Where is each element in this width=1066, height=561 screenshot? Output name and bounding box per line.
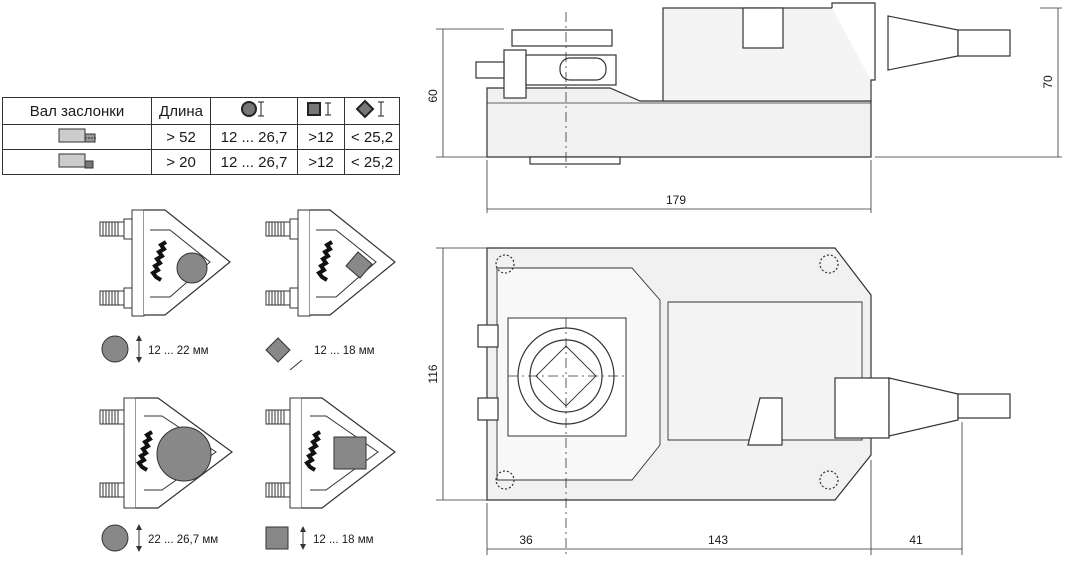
length-cell: > 52 xyxy=(151,124,211,150)
side-view xyxy=(475,2,1011,170)
length-cell: > 20 xyxy=(151,149,211,175)
dim-width-top: 116 xyxy=(426,364,440,383)
caption-round-large: 22 ... 26,7 мм xyxy=(148,534,218,546)
shaft-short-icon xyxy=(58,153,94,169)
table-header-row: Вал заслонки Длина xyxy=(2,97,401,125)
caption-round-small: 12 ... 22 мм xyxy=(148,345,209,357)
square-shaft-icon xyxy=(265,526,289,550)
table-row: > 52 12 ... 26,7 >12 < 25,2 xyxy=(2,124,401,150)
clamp-round-large xyxy=(99,397,234,509)
caption-square-small: 12 ... 18 мм xyxy=(314,345,375,357)
shaft-cell xyxy=(2,149,152,175)
round-shaft-icon xyxy=(241,101,264,117)
round-cell: 12 ... 26,7 xyxy=(210,149,298,175)
clamp-square-large-caption: 12 ... 18 мм xyxy=(265,526,374,550)
header-shaft: Вал заслонки xyxy=(2,97,152,125)
shaft-compat-table: Вал заслонки Длина xyxy=(2,97,401,175)
dim-height-total: 70 xyxy=(1041,75,1055,89)
table-row: > 20 12 ... 26,7 >12 < 25,2 xyxy=(2,149,401,175)
clamp-round-small-caption: 12 ... 22 мм xyxy=(101,335,209,363)
clamp-square-large xyxy=(265,397,396,509)
dim-length-side: 179 xyxy=(666,193,686,207)
diamond-shaft-icon xyxy=(265,337,291,363)
top-dims xyxy=(436,247,963,555)
clamp-round-large-caption: 22 ... 26,7 мм xyxy=(101,524,218,552)
dim-cable-length: 41 xyxy=(909,533,923,547)
round-shaft-icon xyxy=(101,524,129,552)
diamond-shaft-icon xyxy=(355,99,385,119)
square-cell: >12 xyxy=(297,124,345,150)
caption-square-large: 12 ... 18 мм xyxy=(313,534,374,546)
clamp-square-small xyxy=(265,209,396,317)
square-shaft-icon xyxy=(307,102,331,116)
diamond-cell: < 25,2 xyxy=(343,149,401,175)
diamond-cell: < 25,2 xyxy=(343,124,401,150)
clamp-round-small xyxy=(99,209,231,317)
round-shaft-icon xyxy=(101,335,129,363)
shaft-long-icon xyxy=(58,128,97,143)
top-view xyxy=(477,247,1011,555)
clamp-square-small-caption: 12 ... 18 мм xyxy=(265,337,375,371)
dim-offset-middle: 143 xyxy=(708,533,728,547)
dim-offset-left: 36 xyxy=(519,533,533,547)
header-length: Длина xyxy=(151,97,211,125)
dim-height-body: 60 xyxy=(426,89,440,103)
side-dims xyxy=(436,7,1062,213)
square-cell: >12 xyxy=(297,149,345,175)
shaft-cell xyxy=(2,124,152,150)
